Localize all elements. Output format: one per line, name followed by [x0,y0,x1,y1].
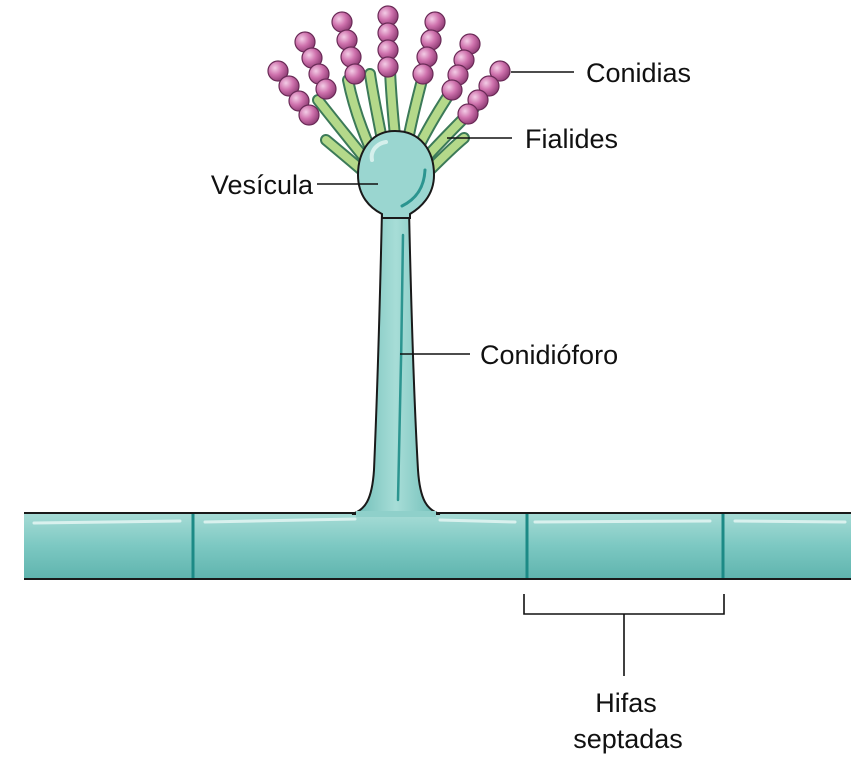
conidium [332,12,352,32]
label-conidia: Conidias [586,58,691,88]
label-phialides: Fialides [525,124,618,154]
vesicle-body [358,131,434,218]
stalk-join-cover [356,511,436,517]
hyphae-bracket [524,594,724,676]
conidiophore [352,210,440,517]
conidium [299,105,319,125]
label-conidiophore: Conidióforo [480,340,618,370]
label-vesicle: Vesícula [211,170,314,200]
label-hyphae-line2: septadas [573,724,683,754]
phialide [390,70,395,136]
labels: Conidias Fialides Vesícula Conidióforo H… [211,58,691,754]
conidium [442,80,462,100]
conidium [458,104,478,124]
hypha [24,513,851,579]
conidiophore-stalk [352,210,440,514]
conidium [378,57,398,77]
conidium [345,64,365,84]
label-hyphae-line1: Hifas [595,688,657,718]
conidium [413,64,433,84]
conidium [316,79,336,99]
vesicle [358,131,434,218]
conidium [425,12,445,32]
